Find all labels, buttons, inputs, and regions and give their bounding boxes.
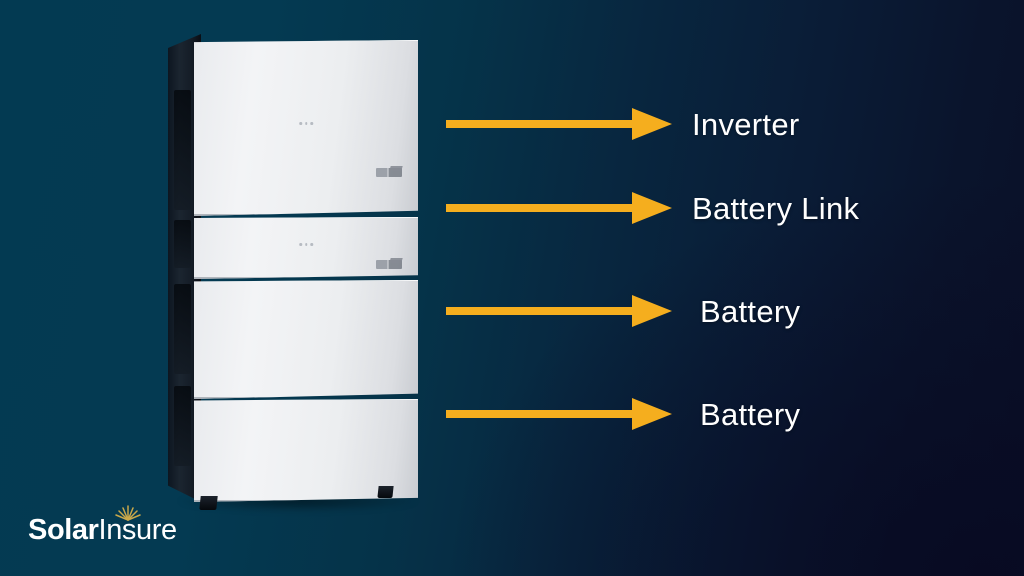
arrow-right-icon — [446, 291, 672, 331]
vent-mid — [174, 220, 191, 268]
arrow-right-icon — [446, 394, 672, 434]
module-battery-1 — [194, 280, 418, 399]
callout-label-battery-1: Battery — [700, 293, 801, 329]
vent-lower — [174, 284, 191, 374]
manufacturer-logo-icon — [376, 168, 402, 177]
vent-upper — [174, 90, 191, 210]
status-leds-inverter — [299, 122, 313, 125]
module-inverter — [194, 40, 418, 216]
logo-word-insure: Insure — [98, 514, 178, 546]
module-battery-2 — [194, 399, 418, 502]
callout-label-battery-2: Battery — [700, 396, 801, 432]
device-foot-right — [377, 486, 394, 498]
device-foot-left — [199, 496, 218, 510]
solar-insure-logo: Solar Insure — [28, 505, 178, 556]
arrow-right-icon — [446, 188, 672, 228]
module-battery-link — [194, 217, 418, 279]
callout-inverter: Inverter — [446, 104, 800, 144]
callout-battery-2: Battery — [446, 394, 800, 434]
arrow-right-icon — [446, 104, 672, 144]
status-leds-battery-link — [299, 243, 313, 246]
device-front-face — [194, 34, 418, 510]
logo-word-solar: Solar — [28, 514, 99, 546]
callout-battery-1: Battery — [446, 291, 800, 331]
manufacturer-logo-icon — [376, 260, 402, 269]
sunburst-icon — [115, 505, 141, 521]
callout-battery-link: Battery Link — [446, 188, 859, 228]
callout-label-battery-link: Battery Link — [692, 190, 860, 226]
vent-bottom — [174, 386, 191, 466]
callout-label-inverter: Inverter — [692, 106, 800, 142]
battery-system-image — [168, 34, 418, 512]
